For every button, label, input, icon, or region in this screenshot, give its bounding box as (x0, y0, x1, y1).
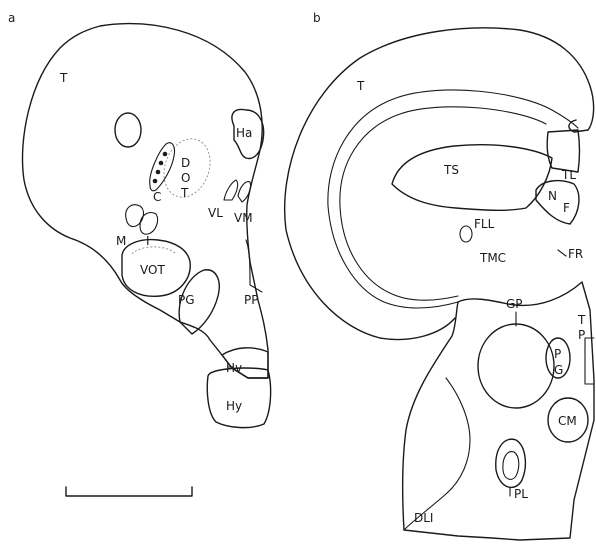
panel-a-dot (153, 179, 158, 184)
label-pp: PP (244, 293, 258, 307)
label-o: O (181, 171, 190, 185)
panel-b-inner-layer-2 (340, 107, 546, 300)
label-pg-p: P (554, 347, 561, 361)
label-fr: FR (568, 247, 583, 261)
label-pg: PG (178, 293, 195, 307)
panel-a-dot (163, 152, 168, 157)
panel-b: b TS TL N F FLL TMC FR DLI GP (285, 11, 594, 540)
panel-b-ts (392, 145, 552, 211)
label-tp-t: T (577, 313, 586, 327)
panel-b-gp (478, 324, 554, 408)
label-vm: VM (234, 211, 253, 225)
panel-a-letter: a (8, 11, 15, 25)
label-tl: TL (561, 168, 576, 182)
label-tmc: TMC (479, 251, 506, 265)
label-tp-p: P (578, 328, 585, 342)
panel-b-letter: b (313, 11, 321, 25)
label-dli: DLI (414, 511, 433, 525)
label-vl: VL (208, 206, 223, 220)
panel-a-hy (207, 368, 270, 428)
panel-a-vl-structure (224, 180, 238, 200)
panel-b-outer-contour (285, 28, 594, 340)
panel-b-fr-tick (558, 250, 566, 256)
label-f: F (563, 201, 570, 215)
label-pg-g: G (554, 363, 563, 377)
panel-a: a Ha D O T C M I VL VM VOT (8, 11, 271, 496)
label-n: N (548, 189, 557, 203)
label-hy: Hy (226, 399, 242, 413)
panel-a-vot-dashed (132, 247, 176, 254)
panel-b-fll-marker (460, 226, 472, 242)
label-i: I (146, 234, 150, 248)
panel-a-nucleus-left (126, 205, 144, 227)
label-cm: CM (558, 414, 577, 428)
panel-b-pl-inner (503, 452, 519, 480)
panel-b-dli-boundary (404, 378, 470, 530)
panel-a-nucleus-mid (140, 213, 158, 235)
scale-bar (66, 487, 192, 496)
panel-a-dot-structure (150, 143, 175, 191)
label-m: M (116, 234, 126, 248)
label-d: D (181, 156, 190, 170)
panel-b-tl (547, 130, 579, 172)
panel-b-brainstem-outline (403, 282, 594, 540)
label-t-panel-a: T (59, 71, 68, 85)
label-t-panel-b: T (356, 79, 365, 93)
panel-a-oval (115, 113, 141, 147)
label-gp: GP (506, 297, 523, 311)
label-ts: TS (443, 163, 459, 177)
panel-b-pl-outer (496, 439, 526, 487)
label-c: C (153, 190, 161, 204)
label-t-dot: T (180, 186, 189, 200)
panel-a-dot (156, 170, 161, 175)
label-ha: Ha (236, 126, 252, 140)
label-vot: VOT (140, 263, 165, 277)
label-pl: PL (514, 487, 528, 501)
panel-a-dot (159, 161, 164, 166)
label-fll: FLL (474, 217, 495, 231)
